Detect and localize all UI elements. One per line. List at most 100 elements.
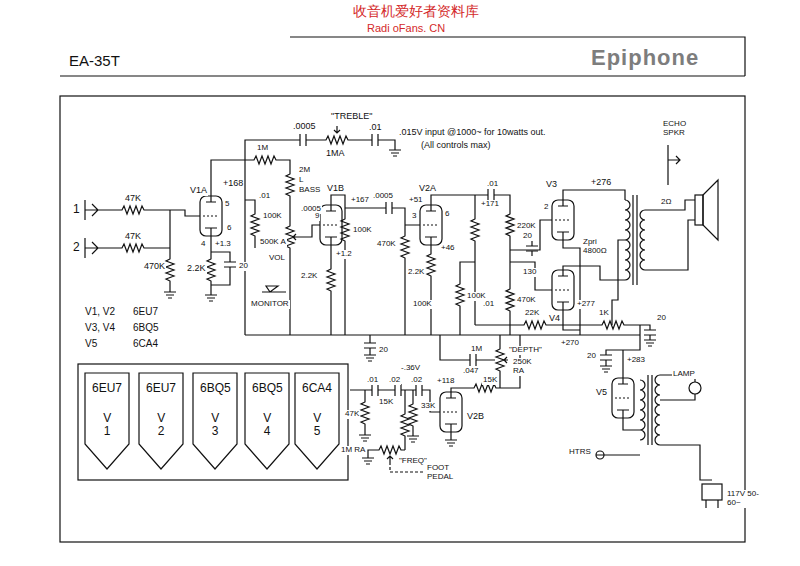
schematic-path [331,195,420,335]
component-value: (All controls max) [420,141,492,151]
schematic-use [427,250,435,280]
component-value: 20 [238,262,249,271]
component-value: 470K [376,240,397,249]
frame [60,37,745,542]
component-value: 130 [522,268,537,277]
component-value: .01 [368,123,383,133]
schematic-use [409,400,417,430]
component-value: +1.2 [335,250,353,259]
component-value: 33K [420,402,436,411]
schematic-use [420,205,442,245]
component-value: V4 [548,314,561,324]
component-value: .0005 [292,122,317,132]
schematic-path [211,140,395,196]
component-value: 1K [598,309,610,318]
component-value: 20 [522,232,533,241]
component-value: 250K RA [512,358,544,376]
component-value: 47K [124,232,142,242]
schematic-path [369,335,370,355]
schematic-use [470,384,500,392]
schematic-use [200,196,222,236]
tube-shape [295,373,339,469]
schematic-use [506,210,514,240]
component-value: V3 [545,180,558,190]
component-value: "DEPTH" [508,346,543,355]
schematic-path [531,240,532,256]
component-value: HTRS [568,448,592,457]
tube-shape [139,373,183,469]
schematic-use [164,292,176,298]
component-value: V1A [189,186,208,196]
schematic-path [596,375,712,480]
schematic-circle [689,382,701,394]
schematic-use [341,215,349,245]
component-value: FOOT PEDAL [426,464,458,482]
schematic-path [431,195,510,335]
component-value: 4 [200,240,206,249]
tube-layout-box [78,364,348,480]
component-value: 1 [72,203,81,216]
component-value: 117V 50-60~ [726,490,762,508]
schematic-path [245,160,290,335]
schematic-use [552,200,574,240]
tube-type: 6CA4 [302,382,332,395]
component-value: V5 [84,338,98,349]
schematic-path [606,325,640,430]
schematic-use [286,170,294,200]
schematic-path [262,286,286,292]
schematic-rect [78,364,348,480]
tube-number: V 5 [310,412,324,438]
component-value: +51 [408,196,424,205]
brand-name: Epiphone [590,46,700,70]
component-value: VOL [268,254,286,263]
component-value: 1M RA [340,446,366,455]
schematic-path [387,456,393,462]
schematic-use [600,355,612,360]
component-value: +270 [560,339,580,348]
tube-shape [193,373,237,469]
component-value: .02 [388,376,401,385]
model-title: EA-35T [68,53,121,70]
schematic-use [224,262,236,267]
component-value: 1M [470,345,483,354]
component-value: 100K [262,212,283,221]
schematic-use [395,384,401,396]
schematic-path [703,180,718,240]
second-stage [320,189,552,335]
schematic-path [645,200,695,270]
schematic-use [644,330,656,335]
tube-type: 6BQ5 [252,382,283,395]
schematic-path [60,37,745,76]
schematic-path [633,195,637,285]
schematic-use [205,295,217,301]
component-value: V1, V2 [84,306,116,317]
component-value: 20 [586,352,597,361]
component-value: 220K [516,222,537,231]
schematic-use [364,343,376,348]
component-value: +167 [350,196,370,205]
component-value: 6CA4 [132,338,159,349]
component-value: .015V input @1000~ for 10watts out. [398,128,546,138]
schematic-path [668,145,680,185]
schematic-use [386,202,392,214]
schematic-use [470,354,476,366]
schematic-use [644,340,656,346]
component-value: +276 [590,178,612,188]
component-value: +168 [222,179,244,189]
component-value: Zpri 4800Ω [582,238,616,256]
schematic-use [401,232,409,262]
schematic-use [445,440,457,446]
schematic-use [327,265,335,295]
schematic-path [504,357,508,363]
schematic-use [166,255,174,285]
schematic-rect [702,484,722,500]
component-value: 2 [543,203,549,212]
component-value: .0005 [372,192,394,201]
tube-number: V 4 [260,412,274,438]
component-value: +283 [626,356,646,365]
component-value: .047 [462,367,480,376]
component-value: 47K [344,410,360,419]
schematic-use [471,215,479,245]
component-value: 2.2K [186,264,207,274]
